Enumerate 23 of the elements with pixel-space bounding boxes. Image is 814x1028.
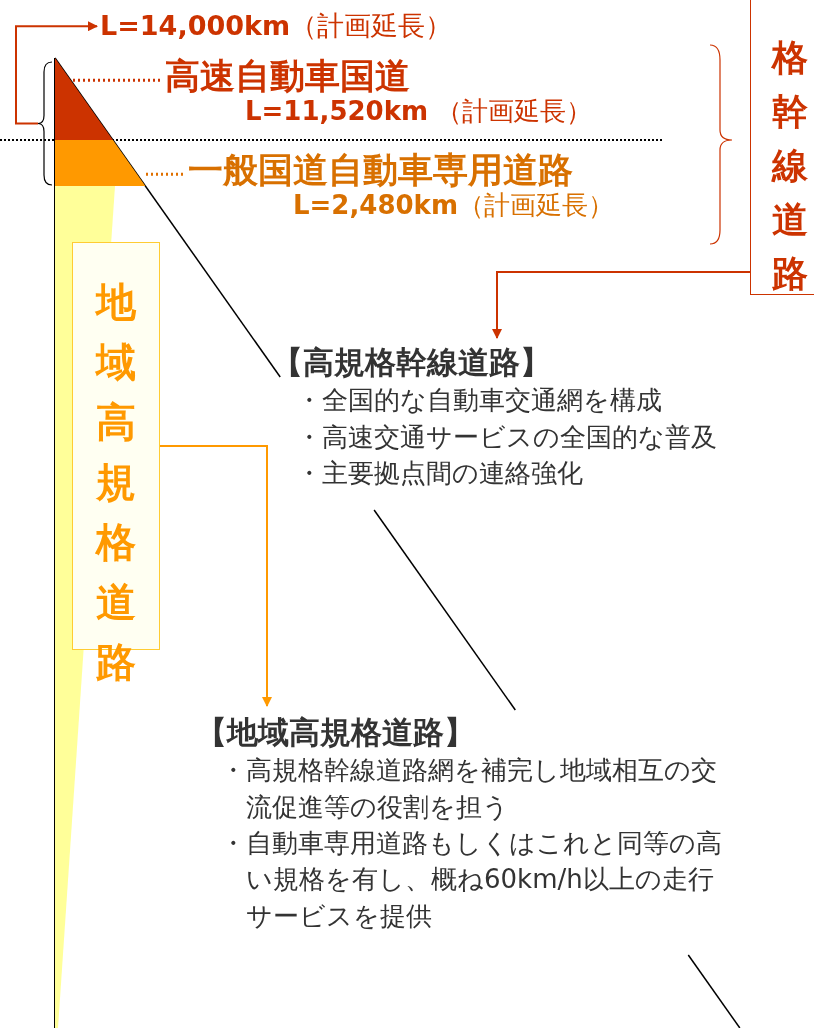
bullet-text: ・主要拠点間の連絡強化 xyxy=(296,457,584,491)
leader-line xyxy=(145,172,183,176)
arrow xyxy=(492,271,751,339)
leader-line xyxy=(72,78,160,82)
section-heading: 【地域高規格道路】 xyxy=(196,713,476,752)
bullet-text: ・自動車専用道路もしくはこれと同等の高い規格を有し、概ね60km/h以上の走行サービスを提供 xyxy=(220,827,723,933)
length-label: L=2,480km（計画延長） xyxy=(293,190,614,222)
arrow xyxy=(159,445,272,707)
arrow xyxy=(15,21,98,125)
brace xyxy=(37,61,53,186)
section-heading: 【高規格幹線道路】 xyxy=(272,343,552,382)
bullet-text: ・高規格幹線道路網を補完し地域相互の交流促進等の役割を担う xyxy=(220,754,718,824)
road-type-label: 高速自動車国道 xyxy=(165,56,411,97)
pyramid-band xyxy=(55,58,113,140)
road-type-label: 一般国道自動車専用道路 xyxy=(188,150,574,191)
bullet-text: ・高速交通サービスの全国的な普及 xyxy=(296,420,718,454)
bullet-text: ・全国的な自動車交通網を構成 xyxy=(296,384,663,418)
pyramid-band xyxy=(55,140,146,186)
category-label: 格幹線道路 xyxy=(772,36,808,296)
category-box xyxy=(750,0,814,295)
category-label: 地域高規格道路 xyxy=(96,278,136,687)
length-label: L=14,000km（計画延長） xyxy=(100,10,453,43)
length-label: L=11,520km （計画延長） xyxy=(245,96,593,128)
